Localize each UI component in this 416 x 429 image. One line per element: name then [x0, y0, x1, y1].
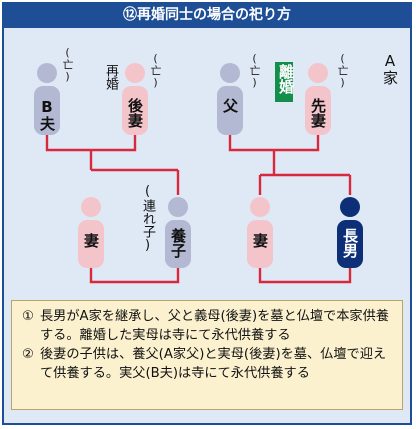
person-second-wife: [122, 63, 148, 135]
eldest-son-marriage-line: [258, 268, 352, 284]
note-item: ① 長男がA家を継承し、父と義母(後妻)を墓と仏壇で本家供養する。離婚した実母は…: [22, 307, 394, 345]
note-number: ②: [22, 347, 34, 362]
deceased-marker-b-husband: (亡): [61, 46, 74, 83]
person-adopted-son: [165, 197, 191, 268]
deceased-marker-second-wife: (亡): [149, 52, 162, 89]
person-b-husband: [34, 63, 60, 135]
person-wife-right: [247, 197, 273, 268]
label-father: 父: [221, 98, 239, 113]
label-first-wife: 先妻: [309, 98, 327, 128]
a-house-label: A家: [381, 52, 399, 85]
note-item: ② 後妻の子供は、養父(A家父)と実母(後妻)を墓、仏壇で迎えて供養する。実父(…: [22, 345, 394, 383]
diagram-title: ⑫再婚同士の場合の祀り方: [2, 2, 412, 28]
connector-lines: [45, 135, 352, 284]
note-text: 後妻の子供は、養父(A家父)と実母(後妻)を墓、仏壇で迎えて供養する。実父(B夫…: [40, 347, 387, 381]
deceased-marker-father: (亡): [248, 52, 261, 89]
person-eldest-son: [337, 197, 363, 268]
person-first-wife: [305, 63, 331, 135]
adopted-son-marriage-line: [89, 268, 180, 284]
label-b-husband: B夫: [38, 98, 56, 131]
deceased-marker-first-wife: (亡): [336, 52, 349, 89]
divorce-label: 離婚: [277, 64, 295, 94]
label-adopted-son: 養子: [169, 228, 187, 258]
divorce-badge: [275, 62, 293, 102]
father-first-wife-line: [228, 135, 320, 152]
notes-box: ① 長男がA家を継承し、父と義母(後妻)を墓と仏壇で本家供養する。離婚した実母は…: [11, 300, 403, 410]
note-text: 長男がA家を継承し、父と義母(後妻)を墓と仏壇で本家供養する。離婚した実母は寺に…: [40, 309, 389, 343]
label-second-wife: 後妻: [126, 98, 144, 128]
remarried-label: 再婚: [103, 64, 118, 90]
person-wife-left: [78, 197, 104, 268]
label-wife-right: 妻: [251, 233, 269, 248]
b-husband-second-wife-line: [45, 135, 137, 152]
label-wife-left: 妻: [82, 233, 100, 248]
stepchild-label: (連れ子): [140, 184, 155, 253]
label-eldest-son: 長男: [341, 228, 359, 258]
person-father: [217, 63, 243, 135]
note-number: ①: [22, 309, 34, 324]
